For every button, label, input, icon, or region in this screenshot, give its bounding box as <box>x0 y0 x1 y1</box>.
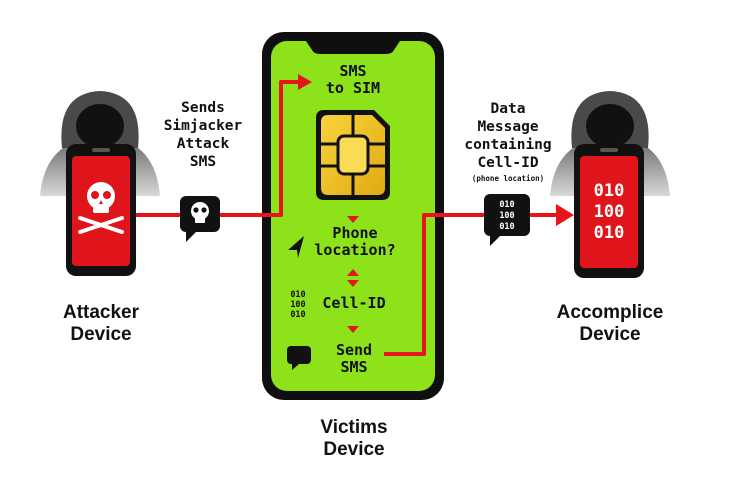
location-line2: location? <box>314 241 395 259</box>
step-arrow-down-3 <box>347 326 359 333</box>
accomplice-label-line2: Device <box>579 324 640 345</box>
phone-steps: SMS to SIM Phone location? Cell-ID Send … <box>290 62 395 376</box>
chat-bubble-icon <box>287 346 311 370</box>
location-line1: Phone <box>332 224 377 242</box>
accomplice-screen-line2: 100 <box>594 202 625 222</box>
attacker-label-line2: Device <box>70 324 131 345</box>
phone-binary-line3: 010 <box>290 310 305 320</box>
data-line2: Message <box>477 119 538 135</box>
cell-id-label: Cell-ID <box>322 294 385 312</box>
bubble-binary-line2: 100 <box>499 211 514 221</box>
attacker-device <box>66 144 136 276</box>
victim-label-line2: Device <box>323 439 384 460</box>
accomplice-face-shadow <box>586 104 634 148</box>
sends-line2: Simjacker <box>164 118 243 134</box>
data-line4: Cell-ID <box>477 155 538 171</box>
phone-binary-line1: 010 <box>290 290 305 300</box>
sends-line3: Attack <box>177 136 230 152</box>
sends-annotation: Sends Simjacker Attack SMS <box>164 100 243 170</box>
attack-sms-bubble <box>180 196 220 242</box>
skull-icon <box>78 182 124 234</box>
sends-line4: SMS <box>190 154 216 170</box>
bubble-binary-line3: 010 <box>499 222 514 232</box>
accomplice-screen-line1: 010 <box>594 181 625 201</box>
accomplice-screen-line3: 010 <box>594 223 625 243</box>
data-line1: Data <box>491 101 526 117</box>
step-arrow-up <box>347 269 359 276</box>
phone-binary-line2: 100 <box>290 300 305 310</box>
bubble-binary-line1: 010 <box>499 200 514 210</box>
data-line3: containing <box>464 137 551 153</box>
step-arrow-down-2 <box>347 280 359 287</box>
bubble-skull-icon <box>191 202 209 223</box>
step-arrow-down-1 <box>347 216 359 223</box>
data-message-bubble: 010 100 010 <box>484 194 530 246</box>
attack-arrowhead <box>298 74 312 90</box>
sends-line1: Sends <box>181 100 225 116</box>
accomplice-device: 010 100 010 <box>574 144 644 278</box>
location-arrow-icon <box>288 236 304 258</box>
phone-step-arrows <box>347 216 359 333</box>
data-annotation: Data Message containing Cell-ID (phone l… <box>464 101 551 183</box>
data-line5: (phone location) <box>472 174 544 183</box>
attacker-face-shadow <box>76 104 124 148</box>
attacker-label-line1: Attacker <box>63 302 140 323</box>
phone-notch <box>306 41 400 54</box>
send-sms-line2: SMS <box>340 358 367 376</box>
sms-to-sim-line1: SMS <box>339 62 366 80</box>
victim-label-line1: Victims <box>320 417 387 438</box>
sim-card-icon <box>316 110 390 200</box>
accomplice-label-line1: Accomplice <box>557 302 664 323</box>
exfil-arrowhead <box>556 204 574 226</box>
send-sms-line1: Send <box>336 341 372 359</box>
sms-to-sim-line2: to SIM <box>326 79 380 97</box>
